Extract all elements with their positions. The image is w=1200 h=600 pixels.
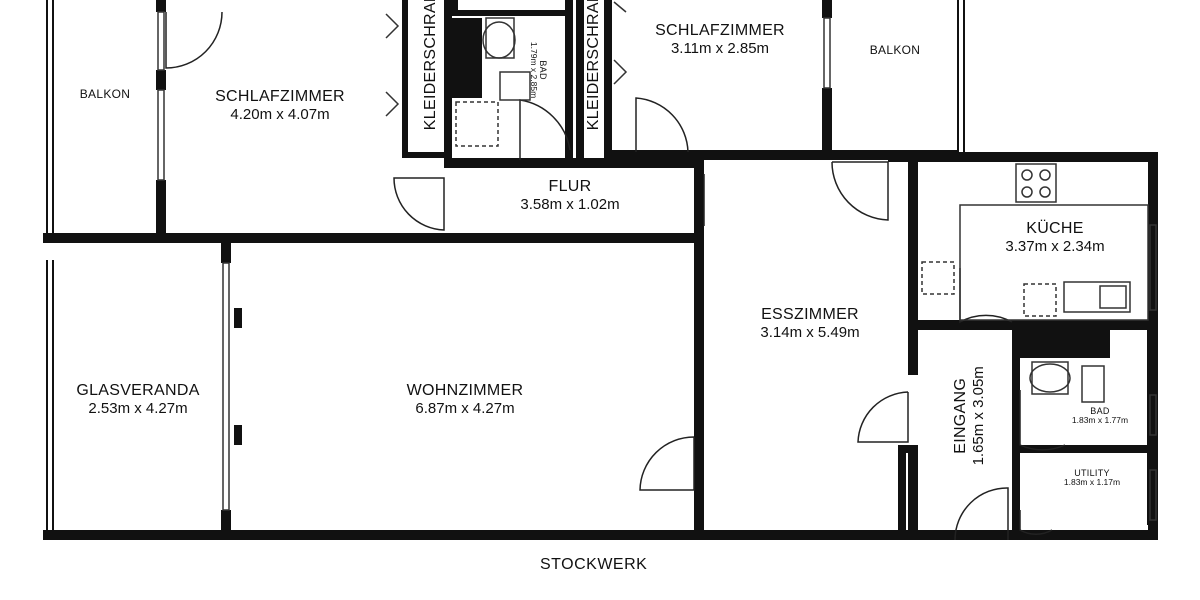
room-name: FLUR [548, 178, 592, 195]
room-schlafzimmer-left: SCHLAFZIMMER 4.20m x 4.07m [180, 88, 380, 124]
room-flur: FLUR 3.58m x 1.02m [470, 178, 670, 214]
room-name: UTILITY [1074, 468, 1110, 478]
room-dimensions: 3.37m x 2.34m [1005, 238, 1105, 256]
room-name: SCHLAFZIMMER [655, 22, 785, 39]
room-utility: UTILITY 1.83m x 1.17m [1032, 468, 1152, 488]
floor-label: STOCKWERK [540, 556, 648, 573]
room-name: ESSZIMMER [761, 306, 859, 323]
room-name: BALKON [79, 87, 131, 101]
room-name: GLASVERANDA [76, 382, 200, 399]
room-wohnzimmer: WOHNZIMMER 6.87m x 4.27m [360, 382, 570, 418]
room-dimensions: 3.58m x 1.02m [520, 196, 620, 214]
room-balkon-left: BALKON [60, 87, 150, 102]
room-name: KLEIDERSCHRANK [584, 0, 602, 131]
room-name: KÜCHE [1026, 220, 1084, 237]
room-dimensions: 2.53m x 4.27m [88, 400, 188, 418]
room-name: WOHNZIMMER [406, 382, 524, 399]
fixtures [385, 1, 1149, 403]
room-name: BALKON [869, 43, 921, 57]
room-dimensions: 4.20m x 4.07m [230, 106, 330, 124]
room-name: BAD [1090, 406, 1110, 416]
room-dimensions: 1.83m x 1.77m [1071, 415, 1129, 426]
room-bad-right: BAD 1.83m x 1.77m [1040, 406, 1160, 426]
room-esszimmer: ESSZIMMER 3.14m x 5.49m [715, 306, 905, 342]
room-dimensions: 6.87m x 4.27m [415, 400, 515, 418]
room-name: KLEIDERSCHRANK [421, 0, 439, 131]
room-kleiderschrank-left: KLEIDERSCHRANK [421, 0, 440, 131]
room-dimensions: 3.11m x 2.85m [670, 40, 770, 58]
room-name: BAD [538, 60, 549, 80]
room-balkon-right: BALKON [850, 43, 940, 58]
room-name: SCHLAFZIMMER [215, 88, 345, 105]
room-dimensions: 1.79m x 2.85m [528, 41, 539, 99]
room-name: EINGANG [952, 377, 970, 454]
room-kleiderschrank-right: KLEIDERSCHRANK [584, 0, 603, 131]
room-schlafzimmer-right: SCHLAFZIMMER 3.11m x 2.85m [620, 22, 820, 58]
room-eingang: EINGANG 1.65m x 3.05m [952, 341, 988, 491]
room-glasveranda: GLASVERANDA 2.53m x 4.27m [55, 382, 221, 418]
room-dimensions: 1.65m x 3.05m [970, 366, 988, 466]
room-dimensions: 3.14m x 5.49m [760, 324, 860, 342]
room-bad-top: BAD 1.79m x 2.85m [528, 30, 548, 110]
windows [157, 11, 1157, 521]
walls [43, 0, 1158, 540]
room-dimensions: 1.83m x 1.17m [1063, 477, 1121, 488]
room-kueche: KÜCHE 3.37m x 2.34m [975, 220, 1135, 256]
